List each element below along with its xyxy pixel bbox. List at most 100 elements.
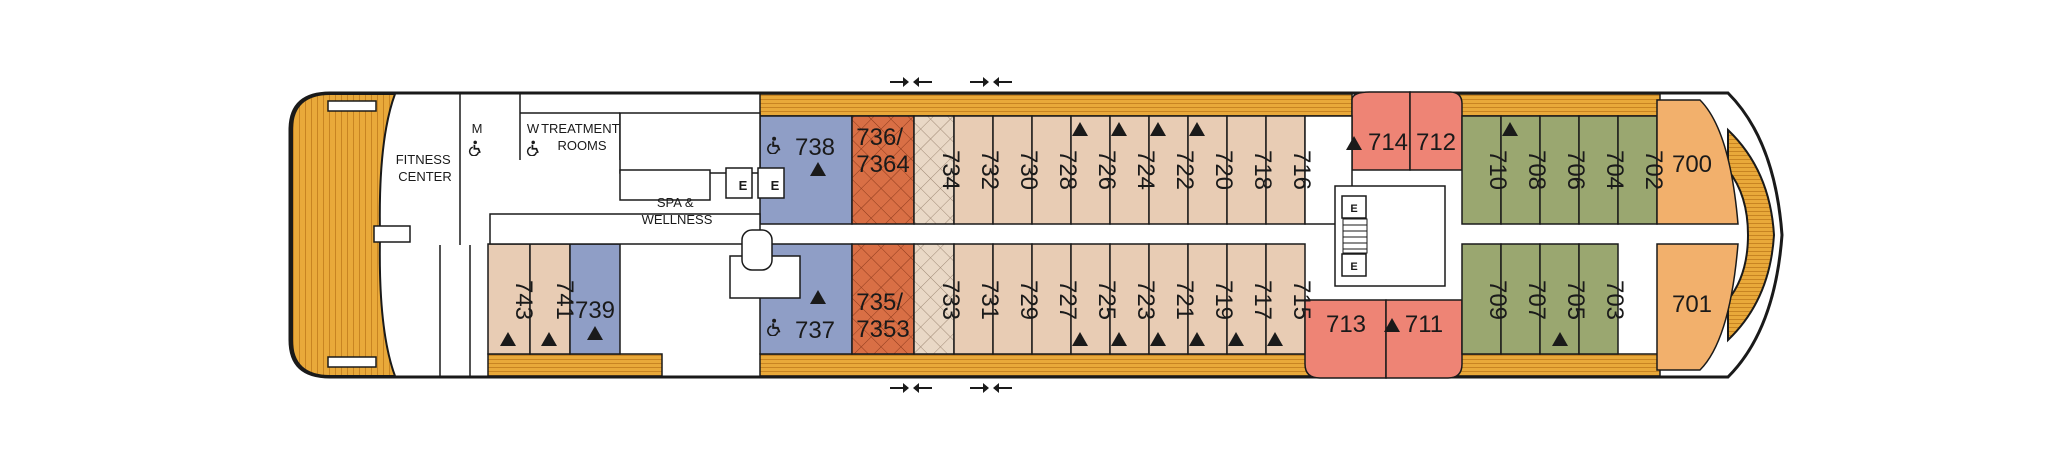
treatment-rooms-label: TREATMENT ROOMS bbox=[541, 121, 623, 153]
cabin-row-top bbox=[759, 91, 1739, 225]
triangle-icon bbox=[1150, 332, 1166, 346]
cabin-710[interactable] bbox=[1461, 115, 1502, 225]
cabin-713[interactable] bbox=[1304, 299, 1387, 379]
cabin-705-label: 705 bbox=[1562, 280, 1589, 320]
cabin-730-label: 730 bbox=[1015, 150, 1042, 190]
triangle-icon bbox=[1189, 332, 1205, 346]
cabin-738-label: 738 bbox=[795, 134, 835, 161]
elevator-label: E bbox=[771, 178, 780, 193]
cabin-724-label: 724 bbox=[1132, 150, 1159, 190]
men-restroom-label: M bbox=[472, 121, 483, 136]
triangle-icon bbox=[1150, 122, 1166, 136]
cabin-728-label: 728 bbox=[1054, 150, 1081, 190]
triangle-icon bbox=[1072, 122, 1088, 136]
connecting-triangles bbox=[500, 122, 1568, 346]
cabin-707-label: 707 bbox=[1523, 280, 1550, 320]
cabin-743-label: 743 bbox=[510, 280, 537, 320]
triangle-icon bbox=[1502, 122, 1518, 136]
cabin-701-label: 701 bbox=[1672, 291, 1712, 318]
women-restroom-label: W bbox=[527, 121, 540, 136]
cabin-732-label: 732 bbox=[976, 150, 1003, 190]
cabin-726-label: 726 bbox=[1093, 150, 1120, 190]
elevator-label: E bbox=[1350, 261, 1357, 273]
cabin-710-label: 710 bbox=[1484, 150, 1511, 190]
cabin-729[interactable] bbox=[992, 243, 1033, 355]
cabin-725[interactable] bbox=[1070, 243, 1111, 355]
cabin-723-label: 723 bbox=[1132, 280, 1159, 320]
cabin-736-label: 736/ 7364 bbox=[856, 124, 909, 178]
triangle-icon bbox=[1552, 332, 1568, 346]
cabin-712-label: 712 bbox=[1416, 129, 1456, 156]
cabin-700-label: 700 bbox=[1672, 151, 1712, 178]
cabin-720-label: 720 bbox=[1210, 150, 1237, 190]
forward-deck bbox=[1727, 127, 1776, 343]
cabin-731-label: 731 bbox=[976, 280, 1003, 320]
triangle-icon bbox=[810, 162, 826, 176]
cabin-727[interactable] bbox=[1031, 243, 1072, 355]
cabin-719-label: 719 bbox=[1210, 280, 1237, 320]
cabin-717[interactable] bbox=[1226, 243, 1267, 355]
triangle-icon bbox=[1072, 332, 1088, 346]
triangle-icon bbox=[500, 332, 516, 346]
cabin-722-label: 722 bbox=[1171, 150, 1198, 190]
triangle-icon bbox=[541, 332, 557, 346]
cabin-734[interactable] bbox=[913, 115, 955, 225]
walkway-top bbox=[759, 93, 1353, 117]
triangle-icon bbox=[1189, 122, 1205, 136]
cabin-718-label: 718 bbox=[1249, 150, 1276, 190]
triangle-icon bbox=[587, 326, 603, 340]
triangle-icon bbox=[1111, 122, 1127, 136]
cabin-741-label: 741 bbox=[551, 280, 578, 320]
cabin-row-bottom bbox=[487, 243, 1739, 379]
cabin-706[interactable] bbox=[1539, 115, 1580, 225]
cabin-735[interactable] bbox=[851, 243, 915, 355]
cabin-729-label: 729 bbox=[1015, 280, 1042, 320]
cabin-702[interactable] bbox=[1617, 115, 1658, 225]
cabin-743[interactable] bbox=[487, 243, 531, 355]
cabin-708-label: 708 bbox=[1523, 150, 1550, 190]
cabin-728[interactable] bbox=[1031, 115, 1072, 225]
walkway-bottom bbox=[759, 353, 1353, 377]
cabin-715-label: 715 bbox=[1288, 280, 1315, 320]
cabin-725-label: 725 bbox=[1093, 280, 1120, 320]
spa-wellness-label: SPA & WELLNESS bbox=[642, 195, 713, 227]
cabin-704-label: 704 bbox=[1601, 150, 1628, 190]
cabin-702-label: 702 bbox=[1640, 150, 1667, 190]
cabin-711[interactable] bbox=[1385, 299, 1463, 379]
walkway-bottom-aft bbox=[487, 353, 663, 377]
cabin-727-label: 727 bbox=[1054, 280, 1081, 320]
cabin-713-label: 713 bbox=[1326, 311, 1366, 338]
cabin-731[interactable] bbox=[953, 243, 994, 355]
triangle-icon bbox=[1111, 332, 1127, 346]
cabin-703[interactable] bbox=[1578, 243, 1619, 355]
cabin-700[interactable] bbox=[1656, 99, 1739, 225]
cabin-737-label: 737 bbox=[795, 317, 835, 344]
cabin-721-label: 721 bbox=[1171, 280, 1198, 320]
cabin-707[interactable] bbox=[1500, 243, 1541, 355]
cabin-716[interactable] bbox=[1265, 115, 1306, 225]
cabin-701[interactable] bbox=[1656, 243, 1739, 371]
elevator-core bbox=[1304, 115, 1446, 287]
spa-area bbox=[439, 94, 801, 376]
triangle-icon bbox=[810, 290, 826, 304]
cabin-733-label: 733 bbox=[937, 280, 964, 320]
triangle-icon bbox=[1267, 332, 1283, 346]
cabin-703-label: 703 bbox=[1601, 280, 1628, 320]
elevator-label: E bbox=[739, 178, 748, 193]
cabin-730[interactable] bbox=[992, 115, 1033, 225]
cabin-739-label: 739 bbox=[575, 297, 615, 324]
cabin-715[interactable] bbox=[1265, 243, 1306, 355]
cabin-706-label: 706 bbox=[1562, 150, 1589, 190]
cabin-717-label: 717 bbox=[1249, 280, 1276, 320]
elevator-label: E bbox=[1350, 203, 1357, 215]
cabin-709-label: 709 bbox=[1484, 280, 1511, 320]
cabin-714-label: 714 bbox=[1368, 129, 1408, 156]
cabin-704[interactable] bbox=[1578, 115, 1619, 225]
cabin-732[interactable] bbox=[953, 115, 994, 225]
cabin-716-label: 716 bbox=[1288, 150, 1315, 190]
triangle-icon bbox=[1384, 318, 1400, 332]
cabin-736[interactable] bbox=[851, 115, 915, 225]
cabin-735-label: 735/ 7353 bbox=[856, 289, 909, 343]
cabin-733[interactable] bbox=[913, 243, 955, 355]
